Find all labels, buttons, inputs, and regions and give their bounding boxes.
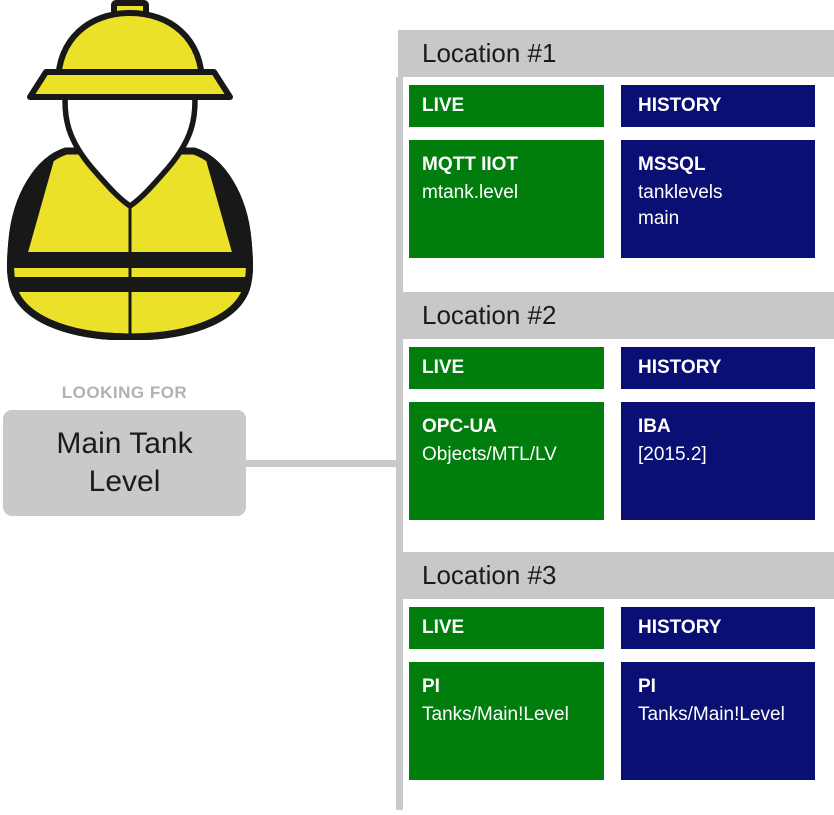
- history-badge-label: HISTORY: [638, 617, 722, 638]
- live-badge-label: LIVE: [422, 95, 465, 116]
- connector-line: [246, 460, 397, 467]
- location-header: Location #1: [398, 30, 834, 77]
- history-badge: HISTORY: [621, 607, 815, 649]
- source-path: mtank.level: [422, 182, 519, 203]
- source-path: [2015.2]: [638, 444, 707, 465]
- location-header: Location #3: [398, 552, 834, 599]
- live-badge: LIVE: [409, 347, 604, 389]
- trunk-line: [396, 77, 403, 810]
- live-badge-label: LIVE: [422, 357, 465, 378]
- source-path: tanklevels: [638, 182, 723, 203]
- source-name: PI: [638, 676, 656, 697]
- location-title: Location #1: [422, 38, 557, 68]
- live-badge: LIVE: [409, 607, 604, 649]
- query-box: Main Tank Level: [3, 410, 246, 516]
- location-section-2: Location #2 LIVE HISTORY OPC-UA Objects/…: [398, 292, 834, 520]
- face-shape: [62, 83, 198, 210]
- source-name: OPC-UA: [422, 416, 497, 437]
- location-section-3: Location #3 LIVE HISTORY PI Tanks/Main!L…: [398, 552, 834, 780]
- vest-stripes: [10, 151, 250, 337]
- history-badge: HISTORY: [621, 347, 815, 389]
- source-path: main: [638, 208, 680, 229]
- history-detail-card: MSSQL tanklevels main: [621, 140, 815, 258]
- source-path: Objects/MTL/LV: [422, 444, 557, 465]
- worker-icon: [7, 0, 253, 340]
- location-section-1: Location #1 LIVE HISTORY MQTT IIOT mtank…: [398, 30, 834, 258]
- source-name: IBA: [638, 416, 671, 437]
- source-name: PI: [422, 676, 440, 697]
- live-detail-card: MQTT IIOT mtank.level: [409, 140, 604, 258]
- history-badge-label: HISTORY: [638, 95, 722, 116]
- history-badge: HISTORY: [621, 85, 815, 127]
- source-path: Tanks/Main!Level: [422, 704, 569, 725]
- source-name: MSSQL: [638, 154, 706, 175]
- live-detail-card: OPC-UA Objects/MTL/LV: [409, 402, 604, 520]
- history-detail-card: IBA [2015.2]: [621, 402, 815, 520]
- query-text: Main Tank Level: [56, 427, 193, 498]
- live-badge-label: LIVE: [422, 617, 465, 638]
- hard-hat-shape: [27, 0, 233, 100]
- history-badge-label: HISTORY: [638, 357, 722, 378]
- looking-for-label: LOOKING FOR: [61, 383, 188, 402]
- history-detail-card: PI Tanks/Main!Level: [621, 662, 815, 780]
- live-detail-card: PI Tanks/Main!Level: [409, 662, 604, 780]
- location-title: Location #3: [422, 560, 557, 590]
- source-name: MQTT IIOT: [422, 154, 519, 175]
- location-title: Location #2: [422, 300, 557, 330]
- location-header: Location #2: [398, 292, 834, 339]
- source-path: Tanks/Main!Level: [638, 704, 785, 725]
- live-badge: LIVE: [409, 85, 604, 127]
